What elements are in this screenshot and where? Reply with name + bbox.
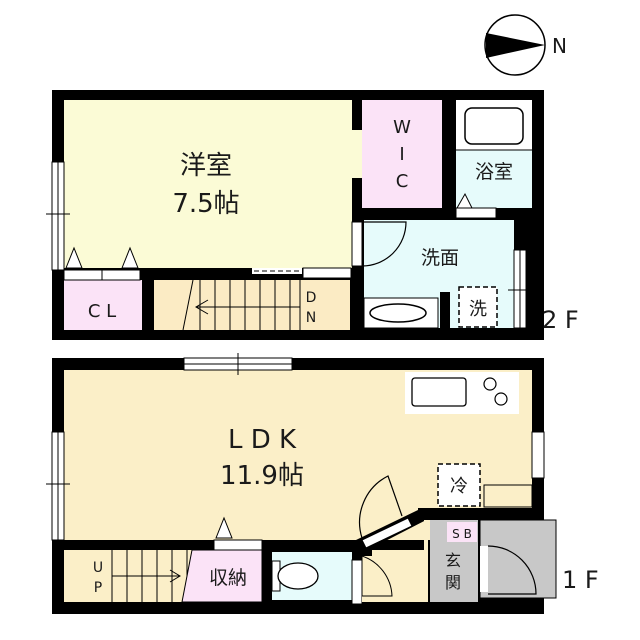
washer-space bbox=[458, 286, 498, 328]
stairs-down bbox=[154, 280, 350, 330]
stairs-up-u: U bbox=[93, 560, 103, 576]
basin-icon bbox=[369, 303, 427, 323]
ldk-name: L D K bbox=[228, 425, 297, 455]
wic-label-c: C bbox=[396, 171, 409, 192]
stairs-dn-n: N bbox=[306, 310, 316, 326]
fridge-label: 冷 bbox=[450, 476, 468, 497]
washer-label: 洗 bbox=[469, 299, 487, 320]
entrance-label-1: 玄 bbox=[445, 551, 461, 570]
wic bbox=[362, 100, 442, 208]
stairs-dn-d: D bbox=[306, 290, 317, 306]
western-room-size: 7.5帖 bbox=[172, 189, 239, 219]
storage-label: 収納 bbox=[209, 567, 247, 589]
north-label: N bbox=[552, 34, 567, 58]
floor-2f: 洋室 7.5帖 C L W I C 浴室 洗面 洗 D N 2 F bbox=[46, 90, 579, 340]
shoe-box bbox=[447, 522, 477, 542]
closet bbox=[64, 280, 142, 330]
wic-label-w: W bbox=[393, 117, 411, 138]
bathroom-label: 浴室 bbox=[475, 161, 513, 183]
bathtub-icon bbox=[464, 107, 524, 145]
floor-2f-label: 2 F bbox=[542, 306, 579, 334]
ldk-size: 11.9帖 bbox=[220, 461, 304, 491]
floor-1f: L D K 11.9帖 収納 冷 S B 玄 関 U P 1 F bbox=[46, 353, 599, 614]
closet-label: C L bbox=[88, 301, 116, 322]
wic-label-i: I bbox=[399, 144, 404, 165]
entrance-door bbox=[487, 545, 537, 595]
stove-icon bbox=[483, 377, 497, 391]
compass-icon: N bbox=[484, 14, 567, 76]
western-room-name: 洋室 bbox=[180, 151, 232, 181]
entrance-label-2: 関 bbox=[445, 573, 461, 592]
stairs-up-p: P bbox=[94, 580, 102, 596]
sink-icon bbox=[411, 377, 467, 407]
shoe-box-label: S B bbox=[452, 527, 472, 541]
floor-1f-label: 1 F bbox=[562, 566, 599, 594]
fridge-space bbox=[437, 463, 481, 507]
toilet-icon bbox=[277, 562, 319, 590]
western-room bbox=[64, 100, 352, 268]
washroom-label: 洗面 bbox=[421, 247, 459, 269]
